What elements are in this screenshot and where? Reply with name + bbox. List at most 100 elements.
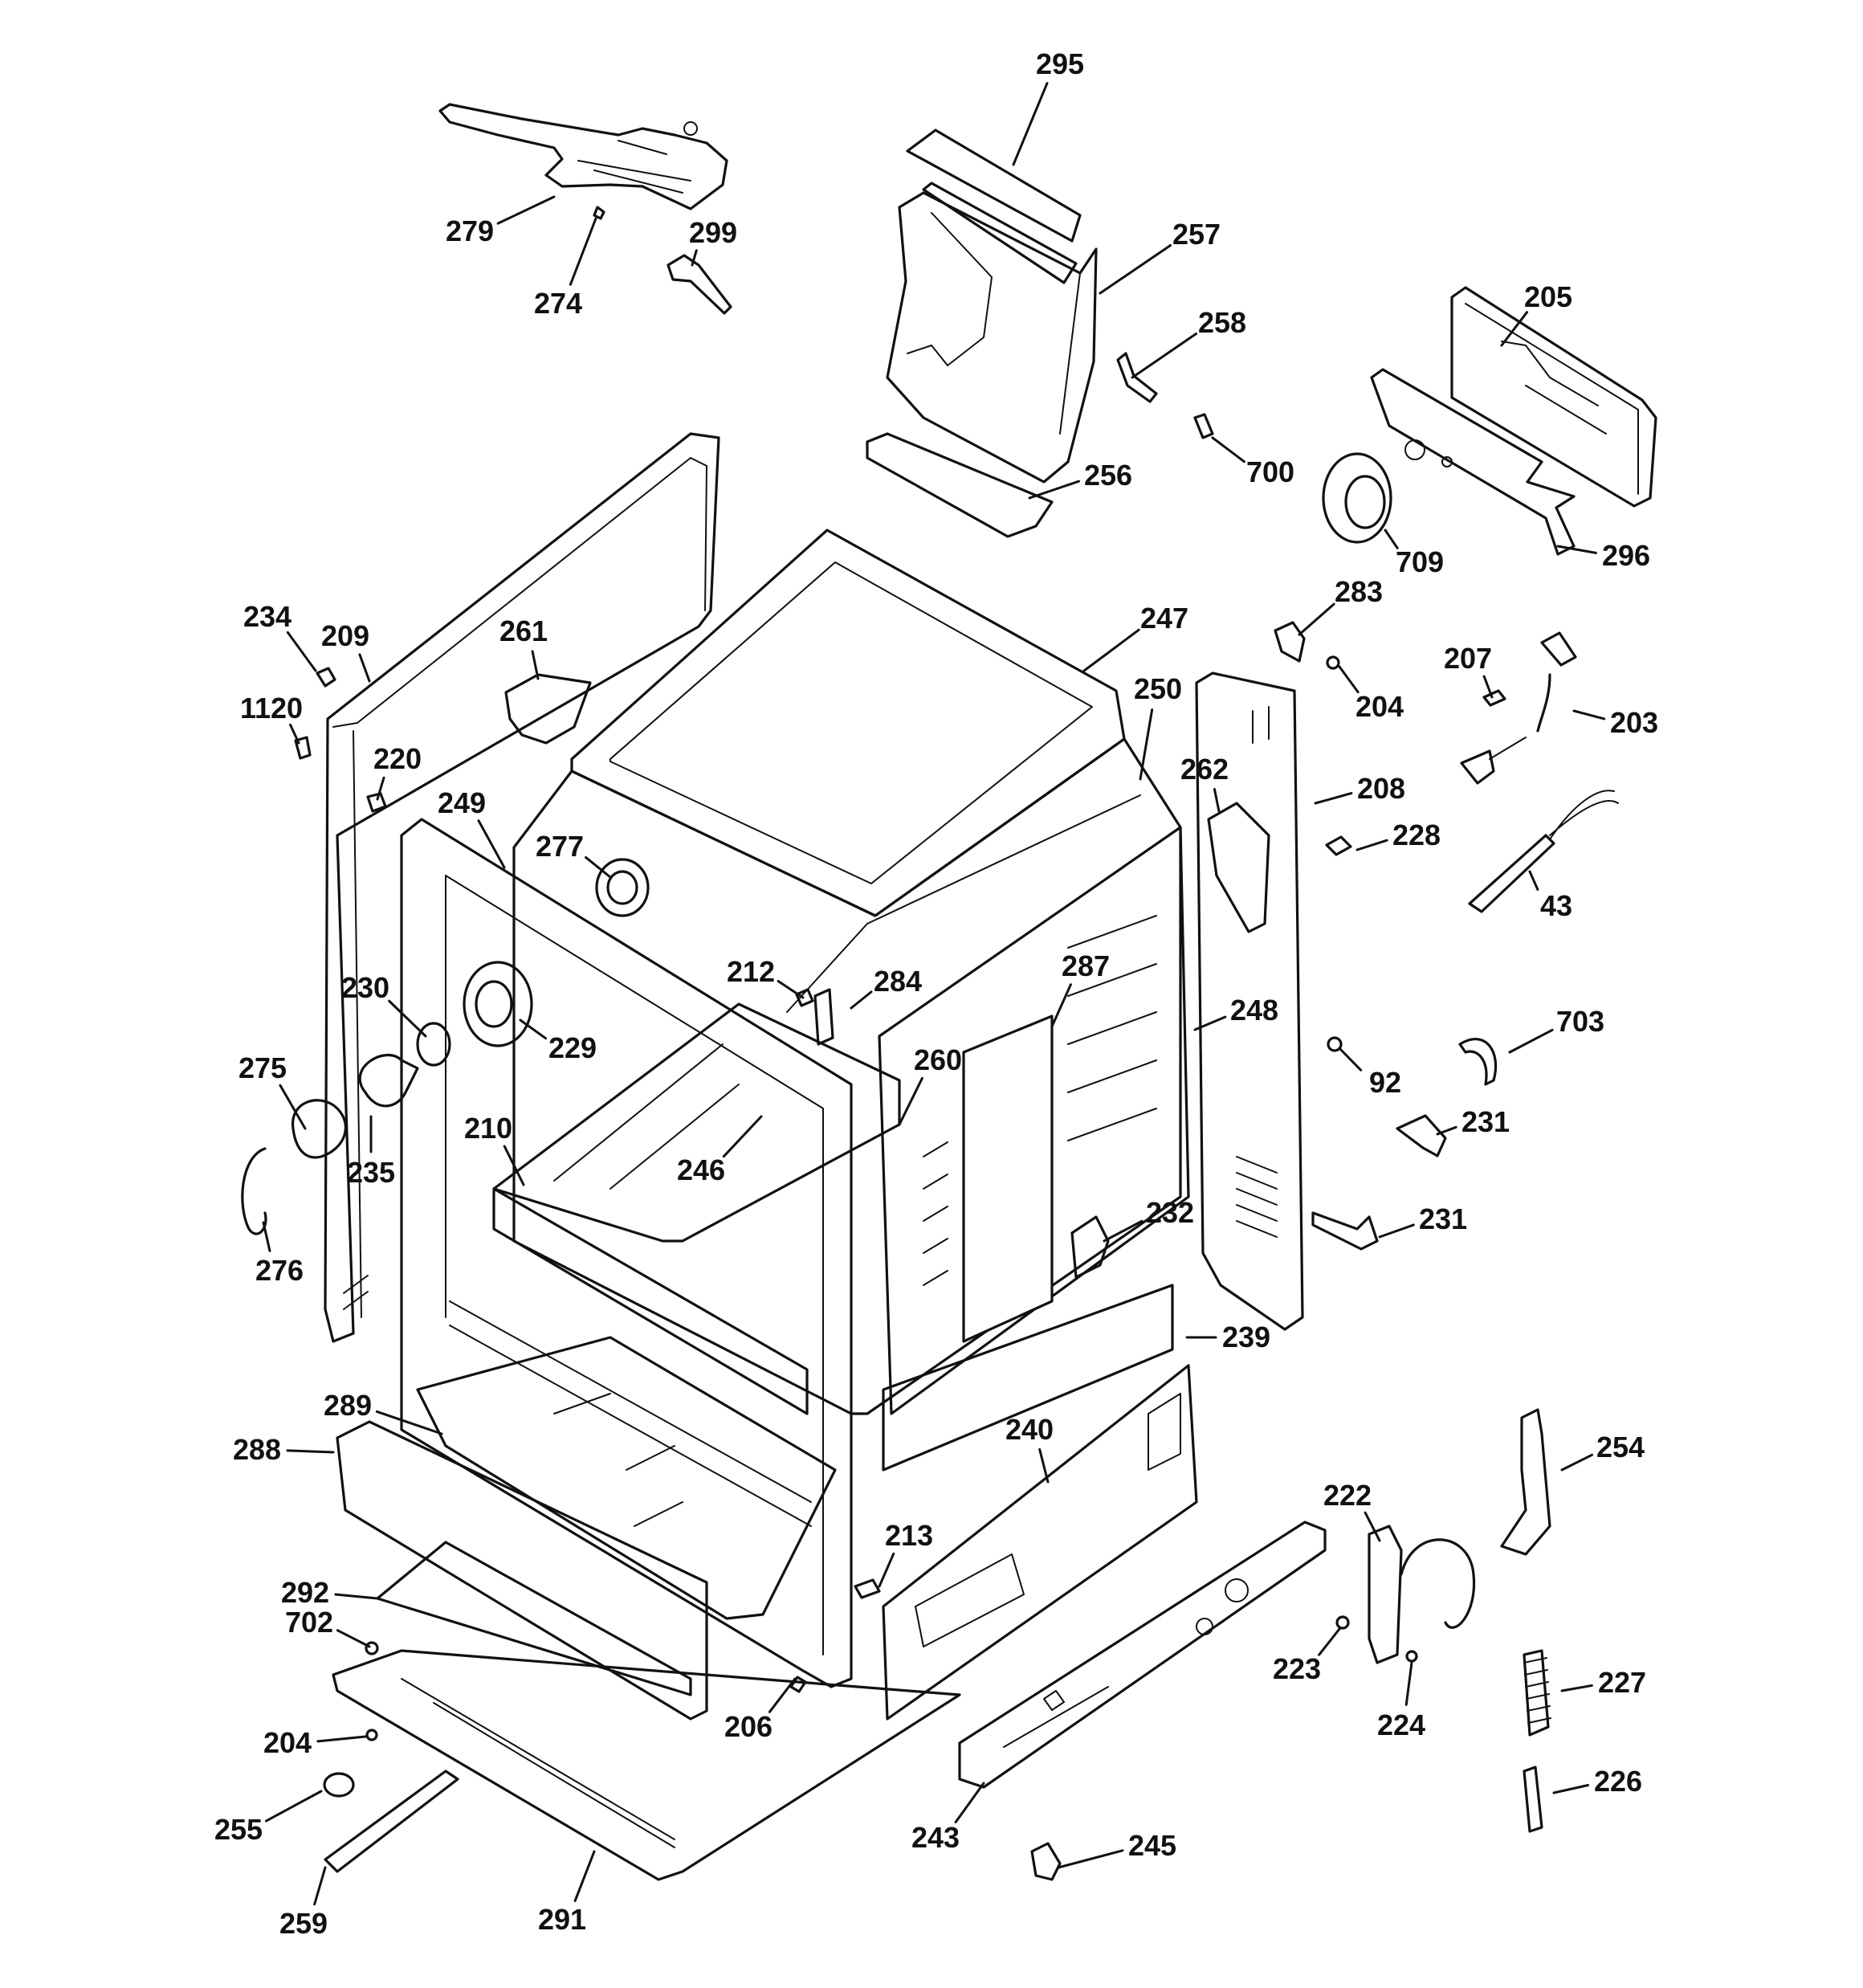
- part-number-label: 259: [279, 1907, 328, 1940]
- leader-line: [898, 1076, 923, 1126]
- part-254-hinge-arm: [1500, 1408, 1551, 1556]
- leader-line: [878, 1552, 895, 1588]
- part-number-label: 279: [446, 214, 494, 247]
- leader-line: [1213, 788, 1221, 813]
- part-204-screw: [1326, 655, 1340, 670]
- leader-line: [1436, 1125, 1457, 1136]
- callout-c299: 299: [689, 216, 737, 267]
- part-number-label: 291: [538, 1903, 586, 1936]
- callout-c232: 232: [1103, 1196, 1194, 1243]
- part-257-flue-duct: [886, 191, 1098, 484]
- part-277-port: [595, 858, 650, 917]
- leader-line: [1364, 1511, 1381, 1542]
- leader-line: [691, 249, 698, 267]
- part-number-label: 209: [321, 619, 369, 652]
- part-212-clip: [795, 988, 814, 1007]
- part-number-label: 1120: [240, 692, 303, 725]
- callout-c702: 702: [285, 1606, 371, 1648]
- part-259-rail: [324, 1770, 459, 1873]
- leader-line: [1572, 709, 1606, 720]
- part-number-label: 231: [1419, 1202, 1467, 1235]
- leader-line: [1139, 708, 1154, 781]
- part-number-label: 43: [1540, 889, 1572, 922]
- part-number-label: 257: [1172, 218, 1221, 251]
- part-240-lower-side: [882, 1364, 1198, 1721]
- callout-c203: 203: [1572, 706, 1658, 739]
- callout-c291: 291: [538, 1850, 596, 1936]
- part-number-label: 261: [499, 614, 548, 647]
- callout-c250: 250: [1134, 672, 1182, 781]
- part-number-label: 204: [263, 1726, 312, 1759]
- leader-line: [1482, 675, 1494, 699]
- callout-c210: 210: [464, 1112, 525, 1186]
- callout-c230: 230: [341, 971, 427, 1038]
- leader-line: [1131, 332, 1198, 379]
- part-204-screw-b: [365, 1729, 378, 1741]
- callout-c223: 223: [1273, 1627, 1341, 1685]
- leader-line: [1318, 1627, 1341, 1656]
- callout-c257: 257: [1099, 218, 1221, 295]
- callout-c204a: 204: [1338, 665, 1404, 723]
- part-number-label: 247: [1140, 602, 1188, 635]
- leader-line: [388, 999, 427, 1038]
- part-number-label: 258: [1198, 306, 1246, 339]
- leader-line: [569, 217, 597, 286]
- callout-c208: 208: [1314, 772, 1405, 805]
- part-number-label: 243: [911, 1821, 960, 1854]
- part-247-oven-top: [570, 529, 1126, 917]
- part-number-label: 274: [534, 287, 582, 320]
- leader-line: [334, 1593, 379, 1600]
- part-709-flange: [1322, 452, 1392, 544]
- leader-line: [286, 1449, 335, 1454]
- part-number-label: 299: [689, 216, 737, 249]
- part-number-label: 227: [1598, 1666, 1646, 1699]
- part-number-label: 230: [341, 971, 389, 1004]
- leader-line: [1378, 1223, 1415, 1239]
- part-296-heat-shield: [1370, 368, 1576, 556]
- leader-line: [1038, 1448, 1050, 1484]
- callout-c255: 255: [214, 1790, 323, 1846]
- callout-c249: 249: [438, 786, 506, 869]
- part-number-label: 295: [1036, 47, 1084, 80]
- callout-c235: 235: [347, 1115, 395, 1189]
- part-number-label: 210: [464, 1112, 512, 1145]
- callout-c288: 288: [233, 1433, 335, 1466]
- leader-line: [573, 1850, 596, 1902]
- part-702-washer: [365, 1641, 379, 1655]
- leader-line: [954, 1782, 985, 1824]
- part-number-label: 205: [1524, 280, 1572, 313]
- part-234-clip: [316, 667, 336, 688]
- leader-line: [1500, 311, 1529, 347]
- callout-c231b: 231: [1378, 1202, 1467, 1239]
- callout-c234: 234: [243, 600, 317, 672]
- leader-line: [531, 650, 540, 680]
- part-227-spring: [1523, 1649, 1551, 1737]
- part-245-regulator: [1030, 1842, 1062, 1881]
- part-283-clip: [1274, 621, 1306, 663]
- leader-line: [286, 631, 317, 672]
- callout-c709: 709: [1384, 529, 1444, 578]
- leader-line: [1298, 602, 1335, 636]
- part-1120-clip: [294, 736, 312, 760]
- part-220-clip: [366, 792, 387, 813]
- callout-c276: 276: [255, 1221, 304, 1287]
- part-207-terminal: [1482, 689, 1506, 707]
- part-number-label: 220: [373, 742, 422, 775]
- part-276-wire-clip: [241, 1147, 267, 1235]
- part-289-storage-tray: [416, 1336, 837, 1620]
- part-703-shield: [1458, 1038, 1498, 1086]
- part-number-label: 204: [1355, 690, 1404, 723]
- leader-line: [336, 1629, 371, 1648]
- part-number-label: 277: [536, 830, 584, 863]
- part-700-clip: [1193, 413, 1214, 439]
- part-number-label: 700: [1246, 455, 1294, 488]
- callout-c277: 277: [536, 830, 612, 879]
- callout-c213: 213: [878, 1519, 933, 1588]
- leader-line: [1528, 870, 1539, 891]
- part-258-bracket: [1116, 352, 1158, 403]
- leader-line: [313, 1866, 327, 1906]
- callout-c261: 261: [499, 614, 548, 680]
- callout-c260: 260: [898, 1043, 962, 1126]
